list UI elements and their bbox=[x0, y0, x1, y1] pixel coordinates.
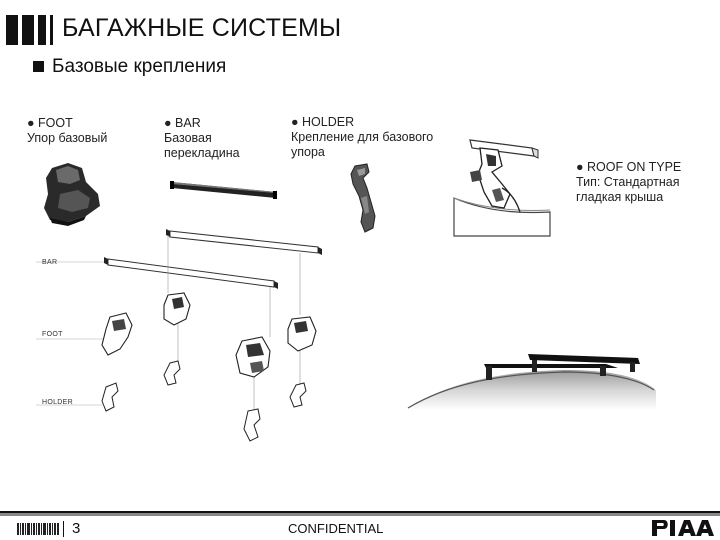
page-number: 3 bbox=[72, 520, 81, 537]
confidential-label: CONFIDENTIAL bbox=[288, 521, 384, 536]
page-number-divider bbox=[63, 521, 64, 537]
diagram-label-foot: FOOT bbox=[42, 331, 63, 338]
page-subtitle: Базовые крепления bbox=[52, 56, 227, 77]
holder-desc-line1: Крепление для базового bbox=[291, 130, 434, 144]
roof-type-desc-line2: гладкая крыша bbox=[576, 190, 664, 204]
roof-type-desc-line1: Тип: Стандартная bbox=[576, 175, 680, 189]
subtitle-bullet-icon bbox=[33, 61, 44, 72]
barcode-icon bbox=[17, 522, 59, 536]
bar-name: ● BAR bbox=[164, 116, 201, 130]
assembly-diagram bbox=[36, 229, 322, 442]
bar-desc-line2: перекладина bbox=[164, 146, 240, 160]
holder-name: ● HOLDER bbox=[291, 115, 355, 129]
diagram-label-holder: HOLDER bbox=[42, 399, 73, 406]
holder-label: ● HOLDER Крепление для базового упора bbox=[291, 115, 433, 160]
diagram-label-bar: BAR bbox=[42, 259, 58, 266]
holder-illustration bbox=[350, 163, 376, 233]
car-roof-photo bbox=[404, 354, 656, 410]
bar-label: ● BAR Базовая перекладина bbox=[164, 116, 240, 161]
bar-desc-line1: Базовая bbox=[164, 131, 212, 145]
foot-label: ● FOOT Упор базовый bbox=[27, 116, 107, 146]
page-title: БАГАЖНЫЕ СИСТЕМЫ bbox=[62, 14, 342, 42]
bar-illustration bbox=[170, 181, 277, 199]
footer-rule bbox=[0, 511, 720, 516]
foot-illustration bbox=[44, 163, 100, 226]
roof-type-name: ● ROOF ON TYPE bbox=[576, 160, 682, 174]
piaa-logo bbox=[652, 520, 714, 536]
roof-type-label: ● ROOF ON TYPE Тип: Стандартная гладкая … bbox=[576, 160, 681, 205]
holder-on-roof-illustration bbox=[453, 139, 551, 237]
foot-name: ● FOOT bbox=[27, 116, 73, 130]
foot-desc: Упор базовый bbox=[27, 131, 108, 145]
holder-desc-line2: упора bbox=[291, 145, 325, 159]
title-bars-icon bbox=[6, 15, 53, 45]
